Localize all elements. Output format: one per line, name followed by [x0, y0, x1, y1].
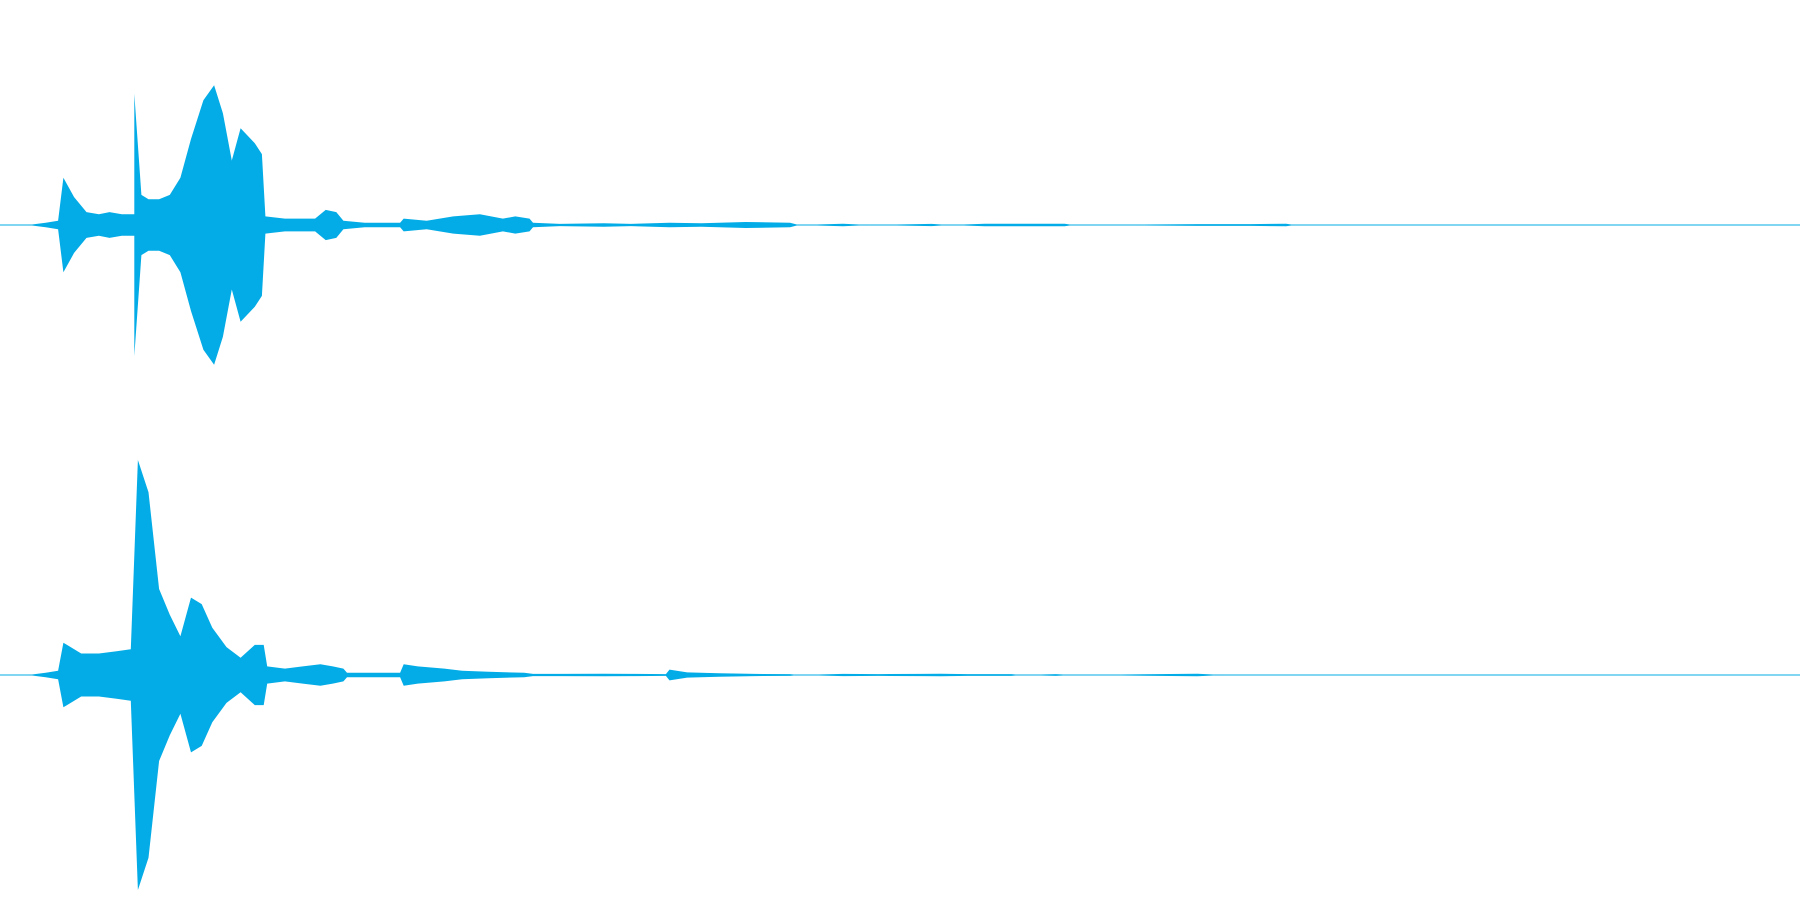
waveform-channel-1-svg: [0, 85, 1800, 365]
channel-2-waveform: [28, 460, 1800, 890]
channel-1-waveform: [28, 85, 1800, 365]
waveform-channel-2-svg: [0, 460, 1800, 890]
waveform-channel-2[interactable]: [0, 450, 1800, 900]
waveform-channel-1[interactable]: [0, 0, 1800, 450]
